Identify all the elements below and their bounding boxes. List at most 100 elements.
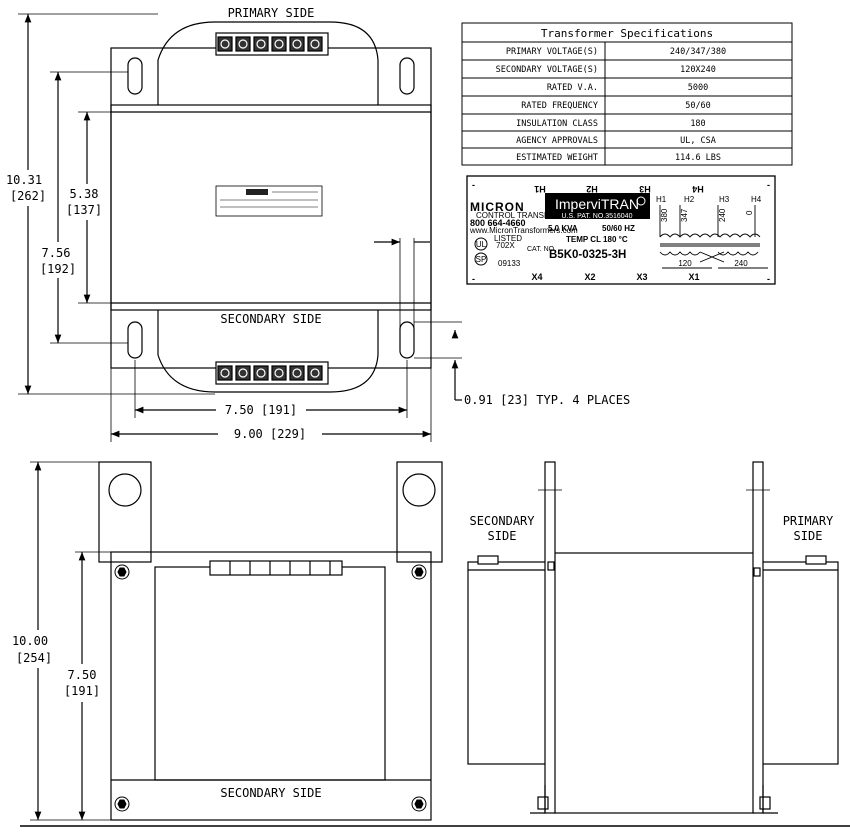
- svg-text:H2: H2: [684, 195, 695, 204]
- spec-label: INSULATION CLASS: [516, 119, 598, 129]
- slot-top-right: [399, 57, 415, 95]
- term-h2: H2: [586, 184, 598, 194]
- mount-hole-left: [108, 473, 142, 507]
- mount-hole-right: [402, 473, 436, 507]
- brand-phone: 800 664-4660: [470, 218, 526, 228]
- secondary-side-label: SECONDARY SIDE: [220, 312, 321, 326]
- dim-height-mm: [262]: [10, 189, 46, 203]
- spec-table: [461, 22, 793, 166]
- top-view: [18, 13, 462, 442]
- temp-class: TEMP CL 180 °C: [566, 235, 628, 244]
- tap-380: 380: [660, 208, 669, 222]
- spec-label: AGENCY APPROVALS: [516, 136, 598, 146]
- front-terminals: [209, 560, 343, 576]
- spec-value: 50/60: [685, 101, 711, 111]
- front-dim-core-in: 7.50: [68, 668, 97, 682]
- slot-bottom-left: [127, 321, 143, 359]
- front-dim-core-mm: [191]: [64, 684, 100, 698]
- primary-terminal-block: [215, 32, 329, 56]
- dim-total-width: 9.00 [229]: [234, 427, 306, 441]
- spec-label: RATED FREQUENCY: [521, 101, 598, 111]
- spec-rows: PRIMARY VOLTAGE(S) 240/347/380 SECONDARY…: [496, 47, 727, 163]
- term-x3: X3: [636, 272, 647, 282]
- term-h1: H1: [534, 184, 546, 194]
- product-name: ImperviTRAN: [555, 196, 639, 212]
- svg-text:H3: H3: [719, 195, 730, 204]
- kva: 5.0 KVA: [548, 224, 578, 233]
- slot-top-left: [127, 57, 143, 95]
- front-secondary-label: SECONDARY SIDE: [220, 786, 321, 800]
- dim-mount-in: 7.56: [42, 246, 71, 260]
- brand-name: MICRON: [470, 200, 525, 214]
- listed: LISTED: [494, 234, 522, 243]
- dim-core-mm: [137]: [66, 203, 102, 217]
- spec-label: SECONDARY VOLTAGE(S): [496, 65, 598, 75]
- svg-text:-: -: [767, 274, 770, 284]
- spec-value: UL, CSA: [680, 136, 716, 146]
- dim-mount-mm: [192]: [40, 262, 76, 276]
- front-dim-height-mm: [254]: [16, 651, 52, 665]
- dim-height-in: 10.31: [6, 173, 42, 187]
- spec-value: 240/347/380: [670, 47, 726, 57]
- coil-body: [110, 104, 432, 311]
- svg-text:-: -: [472, 180, 475, 190]
- svg-text:UL: UL: [476, 240, 487, 249]
- svg-text:-: -: [767, 180, 770, 190]
- bracket-left: [98, 461, 152, 563]
- side-view: [467, 461, 839, 814]
- primary-side-label: PRIMARY SIDE: [228, 6, 315, 20]
- small-nameplate: [215, 185, 323, 217]
- side-primary-label-1: PRIMARY: [783, 514, 834, 528]
- primary-cover: [157, 21, 379, 105]
- sec-120: 120: [678, 259, 692, 268]
- sec-240: 240: [734, 259, 748, 268]
- svg-text:SP: SP: [476, 255, 487, 264]
- term-x4: X4: [531, 272, 542, 282]
- dim-mount-width: 7.50 [191]: [225, 403, 297, 417]
- bracket-right: [396, 461, 443, 563]
- csa-code: 09133: [498, 259, 521, 268]
- side-primary-label-2: SIDE: [794, 529, 823, 543]
- spec-label: ESTIMATED WEIGHT: [516, 153, 598, 163]
- spec-value: 180: [690, 119, 705, 129]
- side-bracket-left: [544, 461, 556, 814]
- front-frame: [110, 551, 432, 821]
- spec-value: 5000: [688, 83, 708, 93]
- spec-label: PRIMARY VOLTAGE(S): [506, 47, 598, 57]
- tap-347: 347: [680, 208, 689, 222]
- brand-website: www.MicronTransformers.com: [469, 226, 578, 235]
- listed-code: 702X: [496, 241, 515, 250]
- side-primary-box: [753, 561, 839, 765]
- spec-value: 114.6 LBS: [675, 153, 721, 163]
- side-secondary-label-2: SIDE: [488, 529, 517, 543]
- cat-label: CAT. NO.: [527, 246, 556, 253]
- brand-sub: CONTROL TRANSFORMERS: [476, 211, 584, 220]
- term-h3: H3: [639, 184, 651, 194]
- tap-0: 0: [745, 210, 754, 215]
- term-h4: H4: [692, 184, 704, 194]
- side-core: [553, 552, 755, 814]
- dim-slot-label: 0.91 [23] TYP. 4 PLACES: [464, 393, 630, 407]
- side-secondary-label-1: SECONDARY: [469, 514, 535, 528]
- hz: 50/60 HZ: [602, 224, 635, 233]
- slot-bottom-right: [399, 321, 415, 359]
- nameplate: - - - - H1 H2 H3 H4 MICRON CONTROL TRANS…: [466, 175, 776, 285]
- front-core: [154, 566, 386, 781]
- wiring-diagram: [659, 205, 768, 269]
- spec-table-title: Transformer Specifications: [541, 27, 713, 40]
- side-secondary-box: [467, 561, 555, 765]
- dim-core-in: 5.38: [70, 187, 99, 201]
- term-x2: X2: [584, 272, 595, 282]
- front-dim-height-in: 10.00: [12, 634, 48, 648]
- secondary-terminal-block: [215, 361, 329, 385]
- term-x1: X1: [688, 272, 699, 282]
- front-view: [20, 461, 850, 827]
- cat-number: B5K0-0325-3H: [549, 249, 626, 261]
- spec-label: RATED V.A.: [547, 83, 598, 93]
- svg-text:-: -: [472, 274, 475, 284]
- spec-value: 120X240: [680, 65, 716, 75]
- svg-text:H1: H1: [656, 195, 667, 204]
- patent: U.S. PAT. NO.3516040: [562, 213, 633, 220]
- side-bracket-right: [752, 461, 764, 814]
